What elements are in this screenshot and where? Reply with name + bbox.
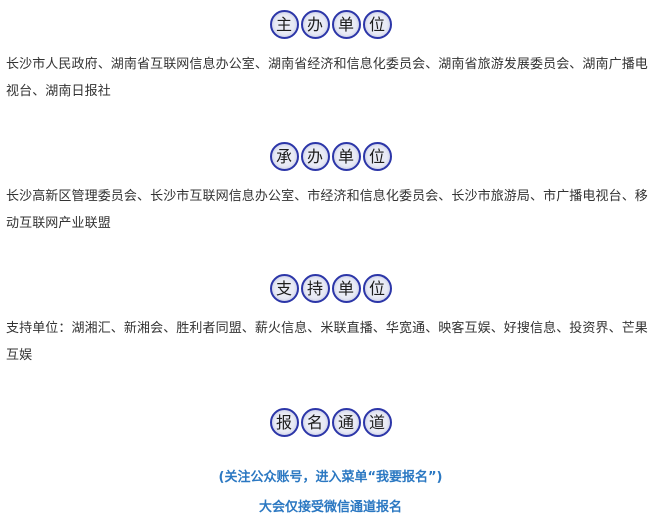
hosts-list: 长沙高新区管理委员会、长沙市互联网信息办公室、市经济和信息化委员会、长沙市旅游局…: [6, 189, 648, 231]
heading-char: 报: [269, 408, 299, 437]
registration-notice: 大会仅接受微信通道报名: [258, 500, 402, 515]
heading-char: 主: [269, 10, 299, 39]
heading-char: 位: [362, 142, 392, 171]
heading-char: 位: [362, 274, 392, 303]
section-organizers: 主 办 单 位 长沙市人民政府、湖南省互联网信息办公室、湖南省经济和信息化委员会…: [0, 10, 661, 105]
heading-char: 道: [362, 408, 392, 437]
heading-char: 办: [300, 142, 330, 171]
organizers-list: 长沙市人民政府、湖南省互联网信息办公室、湖南省经济和信息化委员会、湖南省旅游发展…: [6, 57, 648, 99]
heading-char: 承: [269, 142, 299, 171]
heading-char: 单: [331, 10, 361, 39]
section-hosts: 承 办 单 位 长沙高新区管理委员会、长沙市互联网信息办公室、市经济和信息化委员…: [0, 142, 661, 237]
registration-note: (关注公众账号，进入菜单“我要报名”): [218, 470, 443, 485]
section-heading-supporters: 支 持 单 位: [0, 274, 661, 303]
heading-char: 支: [269, 274, 299, 303]
section-registration: 报 名 通 道: [0, 408, 661, 437]
section-heading-hosts: 承 办 单 位: [0, 142, 661, 171]
supporters-list: 支持单位：湖湘汇、新湘会、胜利者同盟、薪火信息、米联直播、华宽通、映客互娱、好搜…: [6, 321, 648, 363]
heading-char: 单: [331, 274, 361, 303]
heading-char: 持: [300, 274, 330, 303]
heading-char: 办: [300, 10, 330, 39]
section-heading-registration: 报 名 通 道: [0, 408, 661, 437]
heading-char: 名: [300, 408, 330, 437]
heading-char: 通: [331, 408, 361, 437]
section-supporters: 支 持 单 位 支持单位：湖湘汇、新湘会、胜利者同盟、薪火信息、米联直播、华宽通…: [0, 274, 661, 369]
section-heading-organizers: 主 办 单 位: [0, 10, 661, 39]
heading-char: 位: [362, 10, 392, 39]
heading-char: 单: [331, 142, 361, 171]
